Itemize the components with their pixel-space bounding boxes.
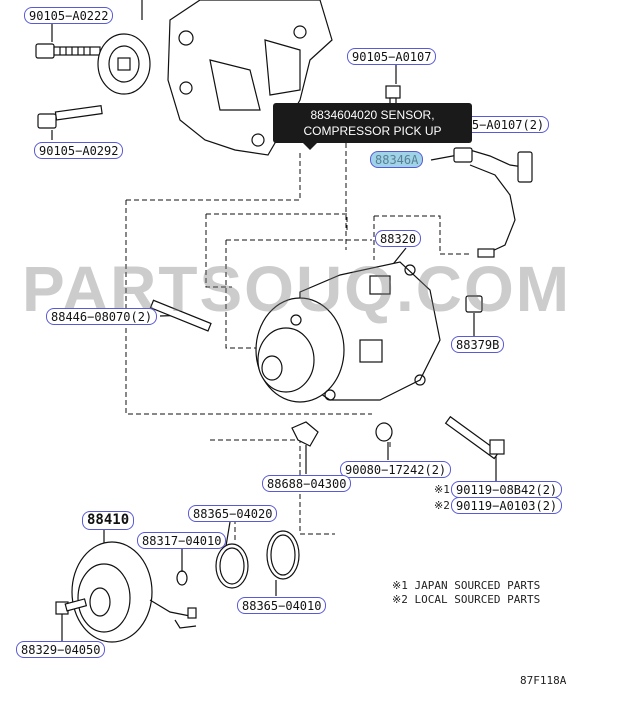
stud-88446 <box>149 299 212 332</box>
leader-lines <box>51 0 497 641</box>
part-label-90105-A0222[interactable]: 90105−A0222 <box>24 7 114 24</box>
compressor <box>255 261 441 403</box>
marker-local: ※2 <box>434 499 450 512</box>
part-label-88446-08070[interactable]: 88446−08070(2) <box>46 308 158 325</box>
tooltip-line-2: COMPRESSOR PICK UP <box>303 124 442 138</box>
legend-local: ※2 LOCAL SOURCED PARTS <box>392 593 541 606</box>
bolt-90105-A0292 <box>37 104 103 129</box>
diagram-code: 87F118A <box>520 674 567 687</box>
snap-ring-88365-04020 <box>215 543 249 589</box>
part-label-88379B[interactable]: 88379B <box>451 336 505 353</box>
shim-88317 <box>176 570 188 586</box>
part-label-90119-A0103[interactable]: 90119−A0103(2) <box>451 497 563 514</box>
snap-ring-88365-04010 <box>266 530 300 580</box>
tooltip-line-1: 8834604020 SENSOR, <box>310 108 435 122</box>
part-label-88688-04300[interactable]: 88688−04300 <box>262 475 352 492</box>
pickup-sensor-wire <box>453 147 533 258</box>
legend-japan: ※1 JAPAN SOURCED PARTS <box>392 579 541 592</box>
part-label-90080-17242[interactable]: 90080−17242(2) <box>340 461 452 478</box>
part-label-88346A[interactable]: 88346A <box>370 151 424 168</box>
idler-pulley <box>97 33 151 95</box>
clutch-88410 <box>71 541 197 643</box>
part-label-88365-04020[interactable]: 88365−04020 <box>188 505 278 522</box>
part-label-88365-04010[interactable]: 88365−04010 <box>237 597 327 614</box>
part-label-90105-A0107[interactable]: 90105−A0107 <box>347 48 437 65</box>
bracket-88688 <box>291 421 319 447</box>
part-label-90119-08B42[interactable]: 90119−08B42(2) <box>451 481 563 498</box>
nut-88379B <box>465 295 483 313</box>
bolt-90105-A0222 <box>35 43 101 59</box>
part-tooltip: 8834604020 SENSOR, COMPRESSOR PICK UP <box>273 103 472 150</box>
washer-90080 <box>375 422 393 442</box>
part-label-90105-A0292[interactable]: 90105−A0292 <box>34 142 124 159</box>
bolt-88329 <box>55 598 88 615</box>
part-label-88329-04050[interactable]: 88329−04050 <box>16 641 106 658</box>
part-label-88317-04010[interactable]: 88317−04010 <box>137 532 227 549</box>
marker-japan: ※1 <box>434 483 450 496</box>
part-label-88320[interactable]: 88320 <box>375 230 422 247</box>
bolt-90119 <box>444 415 505 460</box>
part-label-88410[interactable]: 88410 <box>82 511 135 530</box>
